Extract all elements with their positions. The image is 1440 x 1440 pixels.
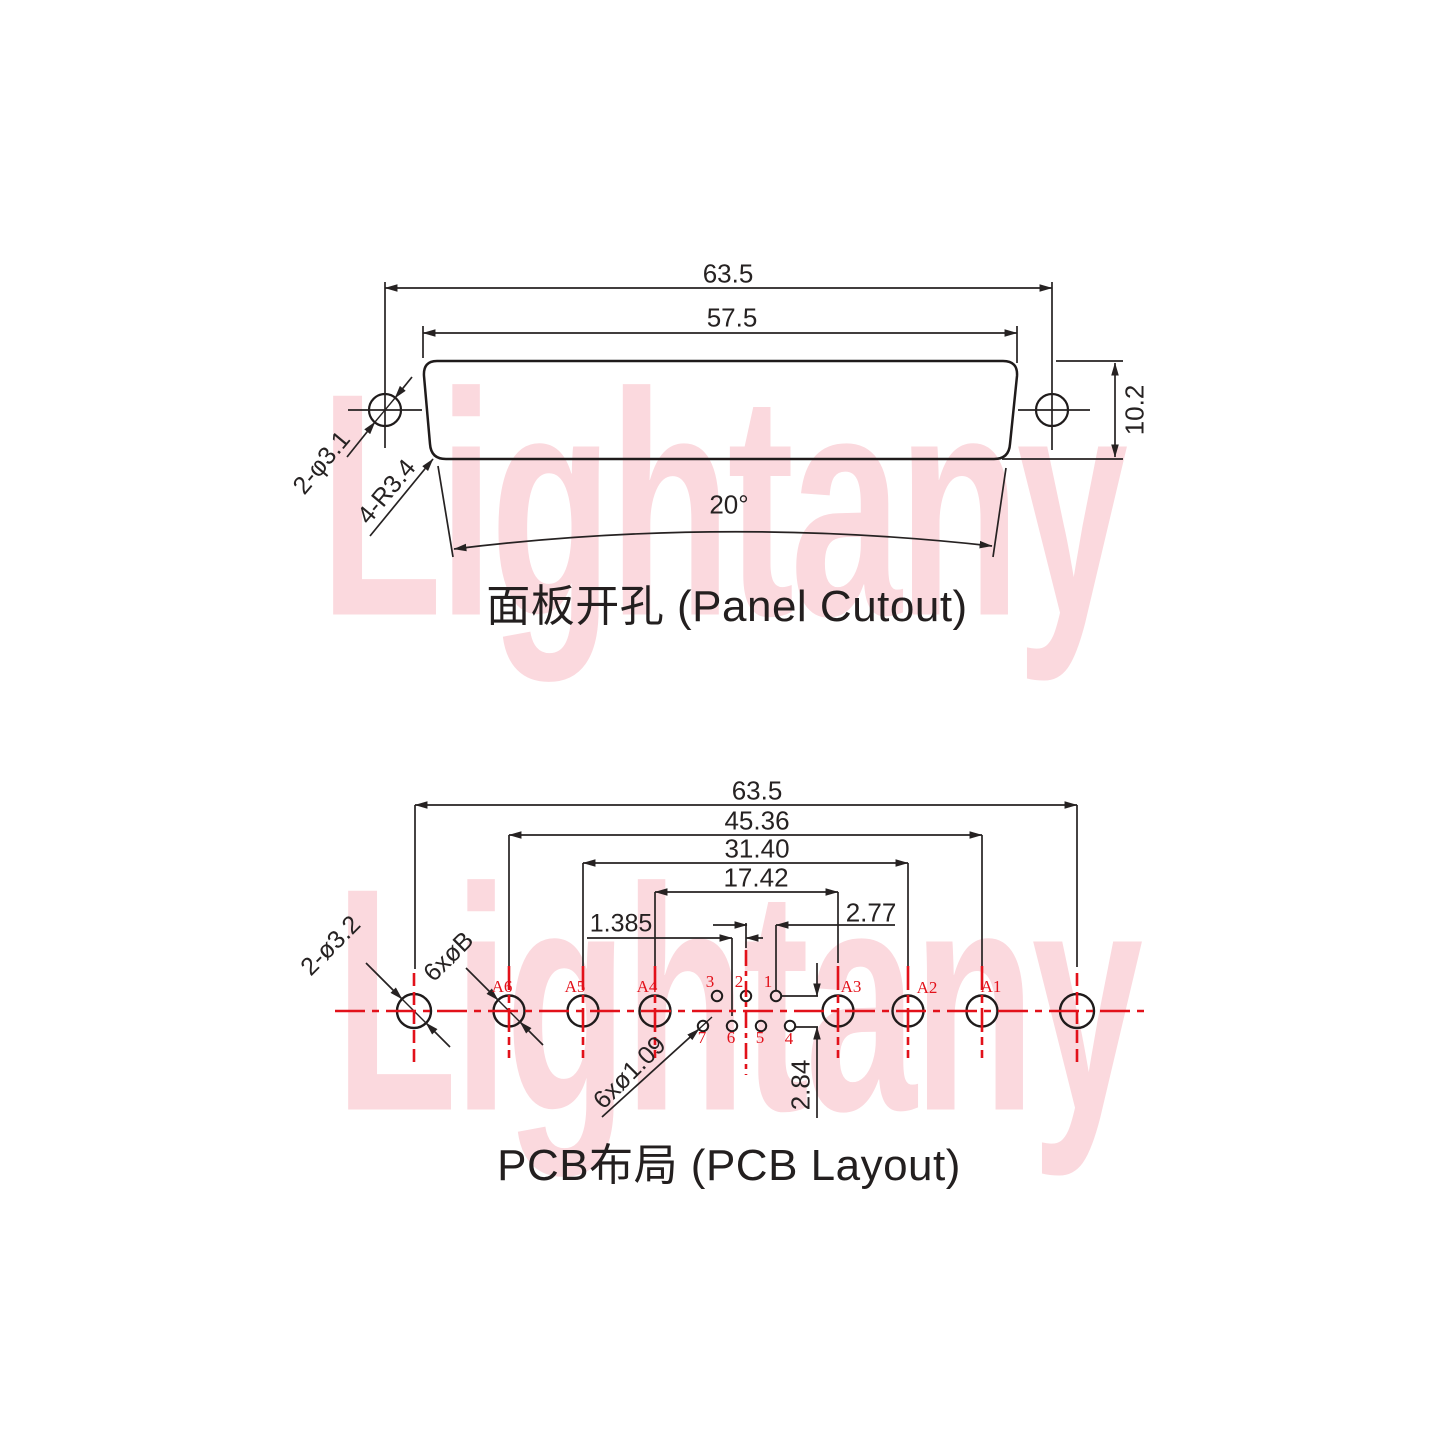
panel-dim-cutout-width: 57.5: [706, 302, 758, 333]
pcb-dim-overall: 63.5: [731, 775, 783, 806]
pin-label-3: 3: [705, 972, 715, 991]
pcb-dim-half-pitch: 1.385: [589, 909, 653, 938]
pcb-pin-3: [710, 989, 724, 1003]
pcb-centerlines: [335, 950, 1148, 1075]
pin-label-2: 2: [734, 972, 744, 991]
pin-label-1: 1: [763, 972, 773, 991]
pin-label-7: 7: [697, 1028, 707, 1047]
pcb-dim-row-spacing: 2.84: [785, 1059, 816, 1111]
pcb-pin-5: [754, 1019, 768, 1033]
watermark-bottom: Lightany: [334, 822, 1143, 1178]
hole-label-a3: A3: [840, 977, 862, 996]
pcb-view-title: PCB布局 (PCB Layout): [497, 1141, 961, 1190]
hole-label-a5: A5: [564, 977, 586, 996]
pcb-dim-a3a4: 17.42: [723, 862, 789, 893]
panel-cutout-outline: [422, 359, 1019, 461]
hole-label-a4: A4: [636, 977, 658, 996]
pcb-dim-a1a6: 45.36: [724, 805, 790, 836]
hole-label-a2: A2: [916, 978, 938, 997]
pcb-pin-6: [725, 1019, 739, 1033]
pcb-pin-7: [696, 1019, 710, 1033]
hole-label-a6: A6: [491, 977, 513, 996]
pcb-pin-1: [769, 989, 783, 1003]
panel-dim-outer-width: 63.5: [702, 258, 754, 289]
pin-label-6: 6: [726, 1028, 736, 1047]
panel-dim-angle: 20°: [709, 489, 749, 520]
pin-label-4: 4: [784, 1029, 794, 1048]
panel-view-title: 面板开孔 (Panel Cutout): [486, 582, 968, 631]
panel-cutout-view: [346, 282, 1123, 558]
hole-label-a1: A1: [980, 977, 1002, 996]
pcb-dim-a2a5: 31.40: [724, 833, 790, 864]
pcb-pin-4: [783, 1019, 797, 1033]
pcb-dim-pin-pitch: 2.77: [845, 897, 897, 928]
panel-angle-arc: [453, 530, 993, 552]
panel-dim-height: 10.2: [1119, 384, 1150, 436]
pin-label-5: 5: [755, 1028, 765, 1047]
watermark-top: Lightany: [319, 327, 1128, 683]
